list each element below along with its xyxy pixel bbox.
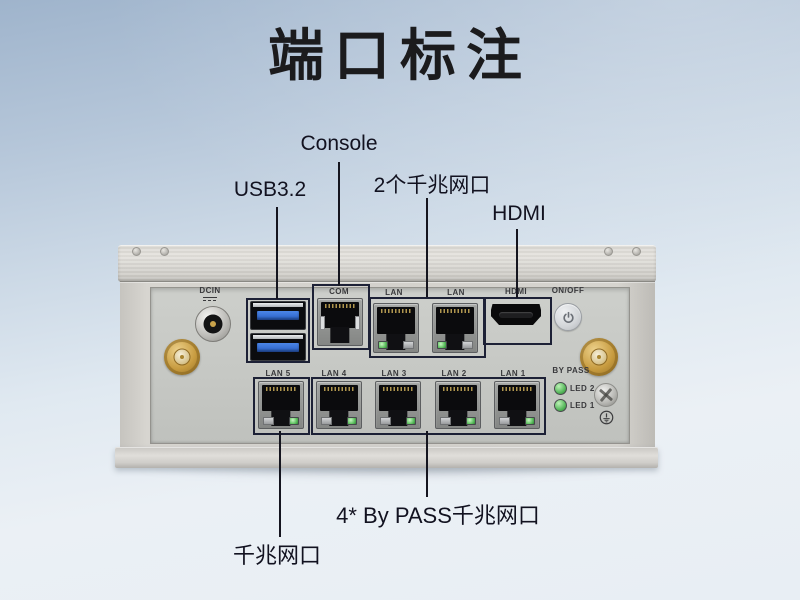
rj45-tab (263, 417, 274, 425)
annotation-hdmi: HDMI (492, 202, 546, 225)
chassis-screw (632, 247, 641, 256)
antenna-connector-left (164, 339, 200, 375)
rj45-latch (388, 410, 408, 426)
dc-power-jack (195, 306, 231, 342)
rj45-latch (271, 410, 291, 426)
usb-port-1 (250, 301, 306, 330)
bypass-callout-line (426, 431, 428, 497)
chassis-screw (604, 247, 613, 256)
lan-port-2 (435, 381, 481, 429)
hdmi-port-label: HDMI (505, 287, 527, 296)
rj45-clip (320, 315, 325, 330)
dc-jack-pin (210, 321, 216, 327)
led2-label: LED 2 (570, 384, 595, 393)
rj45-latch (329, 410, 349, 426)
annotation-bypass-gige: 4* By PASS千兆网口 (336, 503, 540, 528)
lan3-label: LAN 3 (381, 369, 407, 378)
rj45-latch (445, 333, 465, 350)
annotation-console: Console (300, 132, 378, 155)
lan-port-top-2 (432, 303, 478, 353)
annotation-2-gige: 2个千兆网口 (373, 174, 491, 197)
rj45-pins (381, 309, 411, 313)
usb-port-2 (250, 333, 306, 361)
gige-pair-callout-line (426, 198, 428, 297)
usb-callout-line (276, 207, 278, 299)
com-port (317, 298, 363, 346)
link-led (347, 417, 357, 425)
dc-polarity-mark (203, 300, 217, 301)
dc-polarity-mark (203, 297, 217, 298)
rj45-pins (324, 387, 354, 391)
rj45-pins (383, 387, 413, 391)
rj45-pins (502, 387, 532, 391)
chassis-screw (160, 247, 169, 256)
usb-callout-box (246, 298, 310, 363)
lan2-label: LAN 2 (441, 369, 467, 378)
com-callout-box (312, 284, 370, 350)
link-led (406, 417, 416, 425)
link-led (525, 417, 535, 425)
rj45-pins (325, 304, 355, 308)
console-callout-line (338, 162, 340, 286)
rj45-tab (499, 417, 510, 425)
power-button (554, 303, 582, 331)
rj45-pins (443, 387, 473, 391)
bypass-label: BY PASS (552, 366, 590, 375)
antenna-pin (180, 355, 184, 359)
hdmi-port (491, 304, 541, 325)
hdmi-callout-line (516, 229, 518, 298)
chassis-screw (132, 247, 141, 256)
hdmi-slot (499, 312, 533, 318)
lan5-callout-box (253, 377, 310, 435)
link-led (466, 417, 476, 425)
gige-callout-line (279, 431, 281, 537)
com-port-label: COM (329, 287, 349, 296)
lan-pair-callout-box (369, 297, 486, 358)
link-led (378, 341, 388, 349)
rj45-pins (266, 387, 296, 391)
rj45-tab (440, 417, 451, 425)
lan-port-1 (494, 381, 540, 429)
rj45-clip (355, 315, 360, 330)
bypass-lan-callout-box (311, 377, 546, 435)
rj45-pins (440, 309, 470, 313)
rj45-tab (403, 341, 414, 349)
led-indicator-2 (554, 382, 567, 395)
chassis-top-cap (118, 245, 656, 282)
lan-port-label: LAN (385, 288, 403, 297)
link-led (289, 417, 299, 425)
chassis-base (115, 447, 658, 468)
annotation-gige: 千兆网口 (232, 543, 322, 568)
rj45-tab (321, 417, 332, 425)
lan-port-top-1 (373, 303, 419, 353)
lan-port-label: LAN (447, 288, 465, 297)
annotation-usb: USB3.2 (233, 178, 307, 201)
power-button-label: ON/OFF (551, 286, 585, 295)
dcin-port-label: DCIN (199, 286, 221, 295)
lan5-label: LAN 5 (265, 369, 291, 378)
rj45-latch (507, 410, 527, 426)
lan-port-5 (258, 381, 304, 429)
antenna-pin (597, 355, 601, 359)
led1-label: LED 1 (570, 401, 595, 410)
link-led (437, 341, 447, 349)
ground-icon (599, 410, 614, 425)
page-title: 端口标注 (268, 24, 532, 87)
power-icon (562, 311, 574, 323)
led-indicator-1 (554, 399, 567, 412)
hdmi-callout-box (483, 297, 552, 345)
lan-port-3 (375, 381, 421, 429)
lan1-label: LAN 1 (500, 369, 526, 378)
rj45-latch (448, 410, 468, 426)
rj45-latch (330, 327, 350, 343)
panel-screw (594, 383, 618, 407)
lan4-label: LAN 4 (321, 369, 347, 378)
rj45-tab (462, 341, 473, 349)
rj45-latch (386, 333, 406, 350)
antenna-connector-right (580, 338, 618, 376)
rj45-tab (380, 417, 391, 425)
lan-port-4 (316, 381, 362, 429)
